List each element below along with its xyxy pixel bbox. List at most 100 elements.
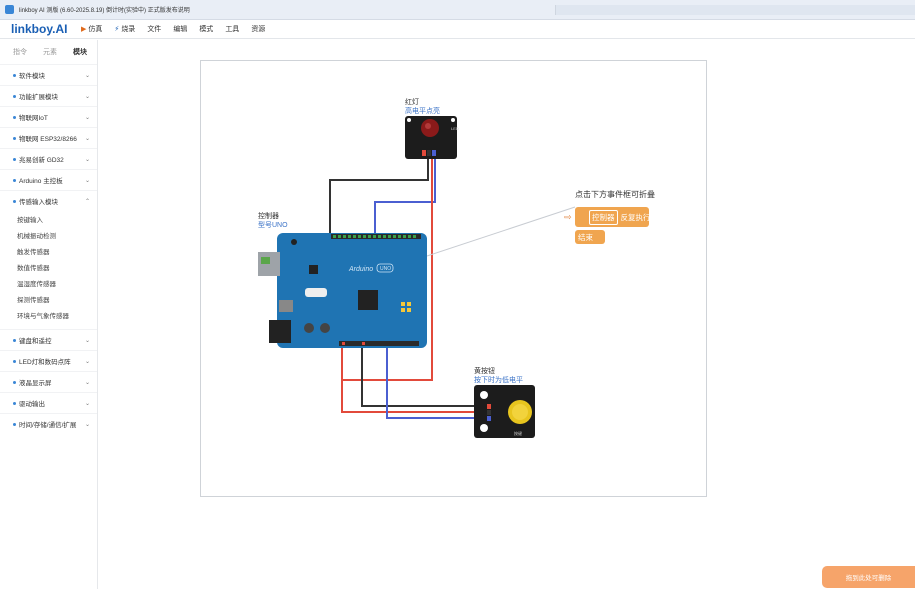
category-label: 传感输入模块	[19, 199, 58, 206]
chevron-down-icon: ⌄	[84, 135, 90, 142]
chevron-down-icon: ⌄	[84, 400, 90, 407]
tab-elements[interactable]: 元素	[43, 49, 57, 56]
menu-file[interactable]: 文件	[147, 26, 162, 33]
bullet-icon	[13, 73, 16, 77]
chevron-down-icon: ⌄	[84, 114, 90, 121]
titlebar-right-area	[555, 4, 915, 15]
subcategory-item[interactable]: 机械振动检测	[17, 233, 56, 240]
category-arduino[interactable]: Arduino 主控板 ⌄	[0, 169, 97, 190]
subcategory-item[interactable]: 按键输入	[17, 217, 43, 224]
category-label: 液晶显示屏	[19, 380, 52, 387]
chevron-down-icon: ⌄	[84, 72, 90, 79]
tab-instructions[interactable]: 指令	[13, 49, 27, 56]
lightning-icon: ⚡	[114, 26, 120, 33]
bullet-icon	[13, 338, 16, 342]
subcategory-item[interactable]: 温湿度传感器	[17, 281, 56, 288]
wire-blue-led	[374, 151, 436, 235]
bullet-icon	[13, 136, 16, 140]
sidebar-tabs: 指令 元素 模块	[0, 40, 97, 64]
category-sensor-input[interactable]: 传感输入模块 ⌃	[0, 190, 97, 211]
chevron-down-icon: ⌄	[84, 337, 90, 344]
yellow-button-annotation: 黄按钮 按下时为低电平	[474, 367, 523, 385]
window-titlebar: linkboy AI 测版 (6.60-2025.8.19) 倒计时(实验中) …	[0, 0, 915, 20]
trash-drop-zone[interactable]: 拖到此处可删除	[822, 566, 915, 588]
wire-black-led	[329, 151, 429, 235]
category-iot-esp[interactable]: 物联网 ESP32/8266 ⌄	[0, 127, 97, 148]
button-module-label: 按键	[514, 430, 522, 436]
subcategory-item[interactable]: 数值传感器	[17, 265, 50, 272]
menu-resources[interactable]: 资源	[251, 26, 266, 33]
red-led-desc: 高电平点亮	[405, 108, 440, 115]
menu-edit[interactable]: 编辑	[173, 26, 188, 33]
menu-mode[interactable]: 模式	[199, 26, 214, 33]
collapse-hint: 点击下方事件框可折叠	[575, 190, 655, 199]
category-label: 物联网 ESP32/8266	[19, 136, 77, 143]
bullet-icon	[13, 199, 16, 203]
menu-simulate-label: 仿真	[88, 26, 103, 33]
menu-upload-label: 烧录	[121, 26, 136, 33]
chevron-down-icon: ⌄	[84, 93, 90, 100]
menu-upload[interactable]: ⚡ 烧录	[114, 24, 135, 34]
module-sidebar: 指令 元素 模块 软件模块 ⌄ 功能扩展模块 ⌄ 物联网IoT ⌄ 物联网 ES…	[0, 40, 98, 589]
wire-red-button	[341, 345, 487, 413]
led-module-label: LED	[451, 126, 459, 131]
yellow-button-module[interactable]: 按键	[474, 385, 535, 438]
category-label: 软件模块	[19, 73, 45, 80]
event-block-controller-loop[interactable]: 控制器 反复执行	[575, 207, 651, 227]
subcategory-item[interactable]: 探测传感器	[17, 297, 50, 304]
yellow-button-name: 黄按钮	[474, 368, 495, 375]
app-logo: linkboy.AI	[11, 22, 68, 36]
board-model-text: UNO	[380, 266, 391, 272]
chevron-down-icon: ⌄	[84, 156, 90, 163]
category-label: 键盘和遥控	[19, 338, 52, 345]
app-icon	[5, 5, 14, 14]
category-keyboard-remote[interactable]: 键盘和遥控 ⌄	[0, 329, 97, 350]
controller-name: 控制器	[258, 213, 279, 220]
menu-tools[interactable]: 工具	[225, 26, 240, 33]
menu-simulate[interactable]: ▶ 仿真	[81, 24, 102, 34]
category-label: 物联网IoT	[19, 115, 48, 122]
yellow-button-desc: 按下时为低电平	[474, 377, 523, 384]
end-block[interactable]: 结束	[575, 230, 605, 244]
bullet-icon	[13, 115, 16, 119]
category-software[interactable]: 软件模块 ⌄	[0, 64, 97, 85]
category-label: 驱动输出	[19, 401, 45, 408]
category-label: Arduino 主控板	[19, 178, 63, 185]
controller-desc: 型号UNO	[258, 222, 288, 229]
chevron-down-icon: ⌄	[84, 177, 90, 184]
tab-modules[interactable]: 模块	[73, 49, 87, 56]
bullet-icon	[13, 94, 16, 98]
bullet-icon	[13, 380, 16, 384]
category-function-extension[interactable]: 功能扩展模块 ⌄	[0, 85, 97, 106]
category-led-matrix[interactable]: LED灯和数码点阵 ⌄	[0, 350, 97, 371]
subcategory-item[interactable]: 触发传感器	[17, 249, 50, 256]
red-led-name: 红灯	[405, 99, 419, 106]
category-iot[interactable]: 物联网IoT ⌄	[0, 106, 97, 127]
category-label: 功能扩展模块	[19, 94, 58, 101]
chevron-down-icon: ⌄	[84, 421, 90, 428]
board-brand-text: Arduino	[348, 266, 373, 273]
subcategory-item[interactable]: 环境与气象传感器	[17, 313, 69, 320]
window-title: linkboy AI 测版 (6.60-2025.8.19) 倒计时(实验中) …	[19, 8, 190, 14]
arduino-uno-board[interactable]: Arduino UNO	[258, 233, 427, 348]
bullet-icon	[13, 422, 16, 426]
event-block-action: 反复执行	[620, 212, 651, 222]
category-label: 时间/存储/通信/扩展	[19, 422, 77, 429]
category-lcd[interactable]: 液晶显示屏 ⌄	[0, 371, 97, 392]
category-time-storage[interactable]: 时间/存储/通信/扩展 ⌄	[0, 413, 97, 434]
play-icon: ▶	[81, 26, 87, 33]
red-led-module[interactable]: LED	[405, 116, 459, 159]
red-led-annotation: 红灯 高电平点亮	[405, 98, 440, 116]
category-driver-output[interactable]: 驱动输出 ⌄	[0, 392, 97, 413]
category-gd32[interactable]: 兆易创新 GD32 ⌄	[0, 148, 97, 169]
event-block-target: 控制器	[589, 209, 618, 225]
design-canvas[interactable]: LED	[99, 40, 915, 589]
controller-annotation: 控制器 型号UNO	[258, 212, 288, 230]
wire-black-button	[361, 345, 487, 407]
arrow-right-icon: ⇨	[564, 212, 572, 222]
category-label: LED灯和数码点阵	[19, 359, 71, 366]
wire-blue-button	[386, 345, 487, 419]
connector-line	[426, 206, 576, 257]
category-label: 兆易创新 GD32	[19, 157, 64, 164]
chevron-up-icon: ⌃	[84, 198, 90, 205]
